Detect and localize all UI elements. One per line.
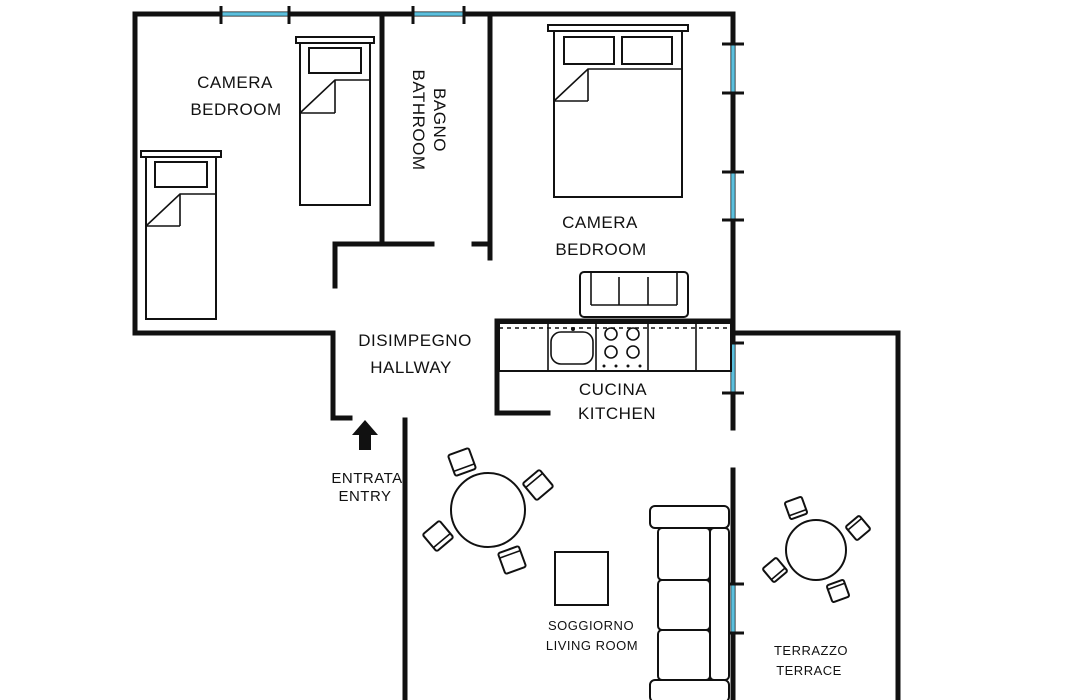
- room-label-bedroom-left: CAMERA BEDROOM: [190, 73, 281, 119]
- kitchen-en: KITCHEN: [578, 404, 656, 423]
- dining-table-icon: [422, 447, 554, 575]
- bathroom-it: BAGNO: [430, 88, 449, 152]
- sofa-icon: [579, 271, 689, 318]
- hallway-en: HALLWAY: [370, 358, 452, 377]
- terrace-table-icon: [762, 496, 871, 603]
- bedroom-right-it: CAMERA: [562, 213, 638, 232]
- bedroom-right-en: BEDROOM: [555, 240, 646, 259]
- room-label-terrace: TERRAZZO TERRACE: [774, 643, 848, 678]
- room-label-kitchen: CUCINA KITCHEN: [578, 380, 656, 423]
- stove-icon: [602, 327, 642, 368]
- single-bed-icon: [295, 36, 375, 206]
- living-room-it: SOGGIORNO: [548, 618, 634, 633]
- entry-it: ENTRATA: [331, 470, 402, 487]
- living-room-en: LIVING ROOM: [546, 638, 638, 653]
- room-label-hallway: DISIMPEGNO HALLWAY: [358, 331, 472, 377]
- entry-en: ENTRY: [338, 488, 391, 505]
- bedroom-left-it: CAMERA: [197, 73, 273, 92]
- kitchen-it: CUCINA: [579, 380, 647, 399]
- single-bed-icon: [140, 150, 222, 320]
- sink-icon: [550, 327, 594, 365]
- bedroom-left-en: BEDROOM: [190, 100, 281, 119]
- room-label-living-room: SOGGIORNO LIVING ROOM: [546, 618, 638, 653]
- entry-arrow-icon: [352, 420, 378, 450]
- room-label-entry: ENTRATA ENTRY: [331, 470, 402, 505]
- room-label-bathroom: BAGNO BATHROOM: [409, 70, 449, 171]
- sofa-icon: [649, 505, 730, 700]
- bathroom-en: BATHROOM: [409, 70, 428, 171]
- windows: [219, 6, 744, 635]
- hallway-it: DISIMPEGNO: [358, 331, 472, 350]
- coffee-table-icon: [554, 551, 609, 606]
- terrace-en: TERRACE: [776, 663, 842, 678]
- room-label-bedroom-right: CAMERA BEDROOM: [555, 213, 646, 259]
- double-bed-icon: [547, 24, 689, 198]
- terrace-it: TERRAZZO: [774, 643, 848, 658]
